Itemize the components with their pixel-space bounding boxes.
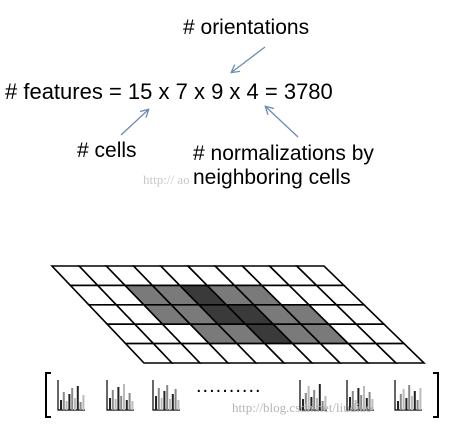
histogram-bar bbox=[371, 399, 374, 410]
histogram-bar bbox=[160, 398, 163, 410]
cell-grid bbox=[50, 265, 426, 364]
histogram-bar bbox=[114, 399, 117, 410]
histogram-bar bbox=[365, 398, 368, 410]
features-equation: # features = 15 x 7 x 9 x 4 = 3780 bbox=[5, 79, 333, 104]
histogram-bar bbox=[416, 400, 419, 410]
histogram-bar bbox=[76, 386, 79, 410]
histogram-bar bbox=[82, 395, 85, 410]
cells-label: # cells bbox=[77, 139, 137, 162]
histogram-bar bbox=[302, 399, 304, 410]
histogram-bar bbox=[109, 398, 111, 410]
histogram-bar bbox=[368, 392, 371, 410]
histogram-bar bbox=[354, 400, 357, 410]
histogram-bar bbox=[324, 396, 327, 410]
right-bracket bbox=[433, 372, 439, 418]
histogram-bar bbox=[419, 388, 422, 410]
histogram-bar bbox=[157, 388, 160, 410]
normalizations-label: # normalizations by neighboring cells bbox=[193, 142, 374, 190]
histogram-bar bbox=[169, 399, 171, 410]
histogram-bar bbox=[171, 394, 174, 410]
histogram-bar bbox=[411, 396, 413, 410]
histogram-bar bbox=[60, 400, 62, 410]
histogram-bar bbox=[120, 396, 123, 410]
histogram-bar bbox=[313, 390, 316, 410]
histogram-bar bbox=[316, 398, 318, 410]
left-bracket bbox=[45, 372, 51, 418]
histogram-bar bbox=[166, 385, 169, 410]
histogram-bar bbox=[125, 400, 128, 410]
histogram-bar bbox=[74, 398, 76, 410]
orientations-label: # orientations bbox=[183, 16, 310, 39]
histogram-bar bbox=[413, 391, 416, 410]
normalizations-label-line2: neighboring cells bbox=[193, 166, 351, 189]
grid-cell bbox=[374, 342, 426, 364]
histogram-bar bbox=[79, 402, 82, 410]
histogram-bar bbox=[71, 388, 74, 410]
histogram-bar bbox=[397, 401, 399, 410]
histogram-bar bbox=[363, 386, 365, 410]
histogram-bar bbox=[155, 396, 157, 410]
histogram-bar bbox=[177, 400, 180, 410]
histogram-bar bbox=[402, 389, 405, 410]
arrow-to-normalizations bbox=[266, 107, 299, 138]
histogram-bar bbox=[62, 392, 65, 410]
histogram-bar bbox=[163, 391, 166, 410]
histogram-bar bbox=[304, 393, 307, 410]
histogram-bar bbox=[68, 394, 71, 410]
histogram-bar bbox=[351, 391, 354, 410]
histogram-bar bbox=[399, 394, 402, 410]
arrow-to-orientations bbox=[232, 46, 266, 72]
histogram-bar bbox=[123, 384, 125, 410]
histogram-bar bbox=[408, 385, 411, 410]
histogram-bar bbox=[321, 401, 324, 410]
histogram-bar bbox=[357, 388, 360, 410]
histogram-bar bbox=[318, 384, 321, 410]
watermark-top: http:// ao bbox=[143, 172, 190, 187]
histogram-bar bbox=[174, 389, 177, 410]
histogram-bar bbox=[349, 397, 351, 410]
histogram-bar bbox=[65, 401, 68, 410]
histogram-row bbox=[57, 380, 422, 411]
watermark-bottom: http://blog.csdn.net/liudiao bbox=[232, 400, 373, 415]
histogram-bar bbox=[310, 397, 313, 410]
arrow-to-cells bbox=[120, 110, 148, 136]
histogram-bar bbox=[117, 387, 120, 410]
ellipsis-dots: .......... bbox=[196, 375, 262, 397]
histogram-bar bbox=[405, 398, 408, 410]
histogram-bar bbox=[128, 393, 131, 410]
histogram-bar bbox=[360, 395, 363, 410]
histogram-bar bbox=[111, 390, 114, 410]
normalizations-label-line1: # normalizations by bbox=[193, 142, 374, 165]
histogram-bar bbox=[307, 386, 310, 410]
histogram-bar bbox=[131, 401, 134, 410]
